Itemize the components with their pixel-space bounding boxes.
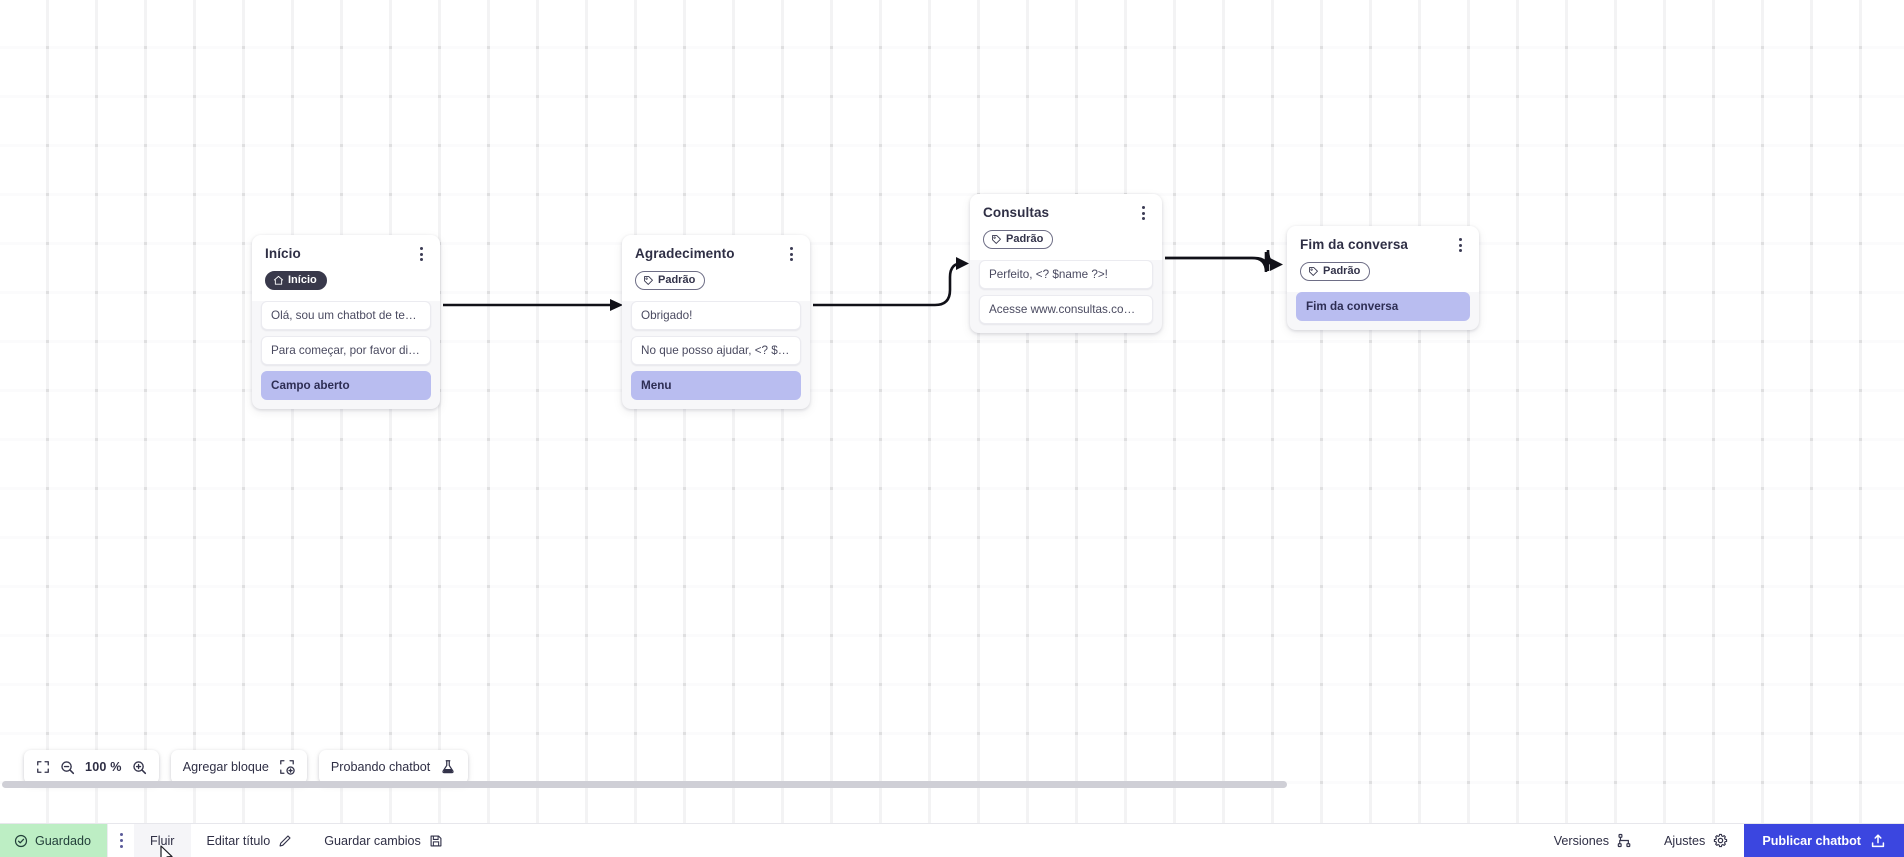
tag-icon (1309, 267, 1318, 276)
kebab-menu-icon[interactable] (108, 824, 134, 857)
flask-icon (440, 759, 456, 775)
gear-icon (1713, 833, 1728, 848)
flow-tab-label: Fluir (150, 833, 175, 848)
node-badge-label: Padrão (1323, 265, 1361, 277)
saved-label: Guardado (35, 833, 92, 848)
node-menu-icon[interactable] (1135, 204, 1151, 222)
node-row[interactable]: Obrigado! (631, 301, 801, 330)
add-block-label: Agregar bloque (182, 760, 269, 774)
node-body: Fim da conversa (1287, 292, 1479, 330)
node-badge-label: Início (288, 274, 317, 286)
home-icon (273, 275, 284, 285)
branch-icon (1617, 833, 1632, 848)
node-row[interactable]: Para começar, por favor digite o ... (261, 336, 431, 365)
node-header: Fim da conversa Padrão (1287, 226, 1479, 292)
edit-title-label: Editar título (206, 833, 271, 848)
node-row[interactable]: No que posso ajudar, <? $name ... (631, 336, 801, 365)
zoom-level-label: 100 % (85, 760, 122, 774)
node-row[interactable]: Olá, sou um chatbot de teste! (261, 301, 431, 330)
add-block-icon (279, 759, 295, 775)
flow-node-consultas[interactable]: Consultas Padrão Perfeito, <? $name ?>! … (970, 194, 1162, 333)
fit-screen-icon[interactable] (36, 760, 50, 774)
node-body: Perfeito, <? $name ?>! Acesse www.consul… (970, 260, 1162, 333)
tag-icon (644, 276, 653, 285)
node-body: Olá, sou um chatbot de teste! Para começ… (252, 301, 440, 409)
tag-icon (992, 235, 1001, 244)
node-title: Fim da conversa (1300, 237, 1409, 252)
saved-status-badge: Guardado (0, 823, 108, 857)
node-title: Agradecimento (635, 246, 735, 261)
node-badge-padrao[interactable]: Padrão (983, 230, 1054, 249)
flow-canvas[interactable]: Início Início Olá, sou um chatbot de tes… (0, 0, 1904, 823)
publish-label: Publicar chatbot (1762, 833, 1861, 848)
test-chatbot-label: Probando chatbot (330, 760, 431, 774)
node-header: Consultas Padrão (970, 194, 1162, 260)
node-row[interactable]: Acesse www.consultas.com par... (979, 295, 1153, 324)
upload-icon (1870, 833, 1886, 849)
test-chatbot-button[interactable]: Probando chatbot (318, 750, 469, 784)
node-title: Início (265, 246, 301, 261)
node-header: Início Início (252, 235, 440, 301)
node-body: Obrigado! No que posso ajudar, <? $name … (622, 301, 810, 409)
node-row-accent[interactable]: Campo aberto (261, 371, 431, 400)
flow-node-fim-da-conversa[interactable]: Fim da conversa Padrão Fim da conversa (1287, 226, 1479, 330)
node-title: Consultas (983, 205, 1050, 220)
pencil-icon (278, 834, 292, 848)
settings-label: Ajustes (1664, 833, 1706, 848)
edit-title-button[interactable]: Editar título (191, 824, 309, 857)
node-badge-padrao[interactable]: Padrão (1300, 262, 1371, 281)
save-icon (429, 834, 443, 848)
node-badge-padrao[interactable]: Padrão (635, 271, 706, 290)
status-bar: Guardado Fluir Editar título Guardar cam… (0, 823, 1904, 857)
add-block-button[interactable]: Agregar bloque (170, 750, 307, 784)
versions-button[interactable]: Versiones (1538, 824, 1648, 857)
zoom-in-icon[interactable] (132, 760, 147, 775)
node-row-accent[interactable]: Menu (631, 371, 801, 400)
save-changes-label: Guardar cambios (324, 833, 421, 848)
check-circle-icon (14, 834, 28, 848)
zoom-controls-group: 100 % (24, 750, 159, 784)
canvas-toolbar: 100 % Agregar bloque (24, 750, 469, 784)
tab-fluir[interactable]: Fluir (134, 823, 191, 857)
flow-node-agradecimento[interactable]: Agradecimento Padrão Obrigado! No que po… (622, 235, 810, 409)
connector-edges (443, 249, 1283, 311)
node-badge-inicio[interactable]: Início (265, 271, 327, 290)
node-row[interactable]: Perfeito, <? $name ?>! (979, 260, 1153, 289)
node-badge-label: Padrão (658, 274, 696, 286)
node-header: Agradecimento Padrão (622, 235, 810, 301)
flow-node-inicio[interactable]: Início Início Olá, sou um chatbot de tes… (252, 235, 440, 409)
node-row-accent[interactable]: Fim da conversa (1296, 292, 1470, 321)
zoom-out-icon[interactable] (60, 760, 75, 775)
horizontal-scrollbar[interactable] (0, 780, 1904, 789)
scrollbar-thumb[interactable] (2, 781, 1287, 788)
node-menu-icon[interactable] (783, 245, 799, 263)
versions-label: Versiones (1553, 833, 1610, 848)
publish-chatbot-button[interactable]: Publicar chatbot (1744, 823, 1904, 857)
node-menu-icon[interactable] (413, 245, 429, 263)
settings-button[interactable]: Ajustes (1648, 824, 1744, 857)
node-badge-label: Padrão (1006, 233, 1044, 245)
node-menu-icon[interactable] (1452, 236, 1468, 254)
save-changes-button[interactable]: Guardar cambios (308, 824, 459, 857)
divider (107, 823, 109, 857)
